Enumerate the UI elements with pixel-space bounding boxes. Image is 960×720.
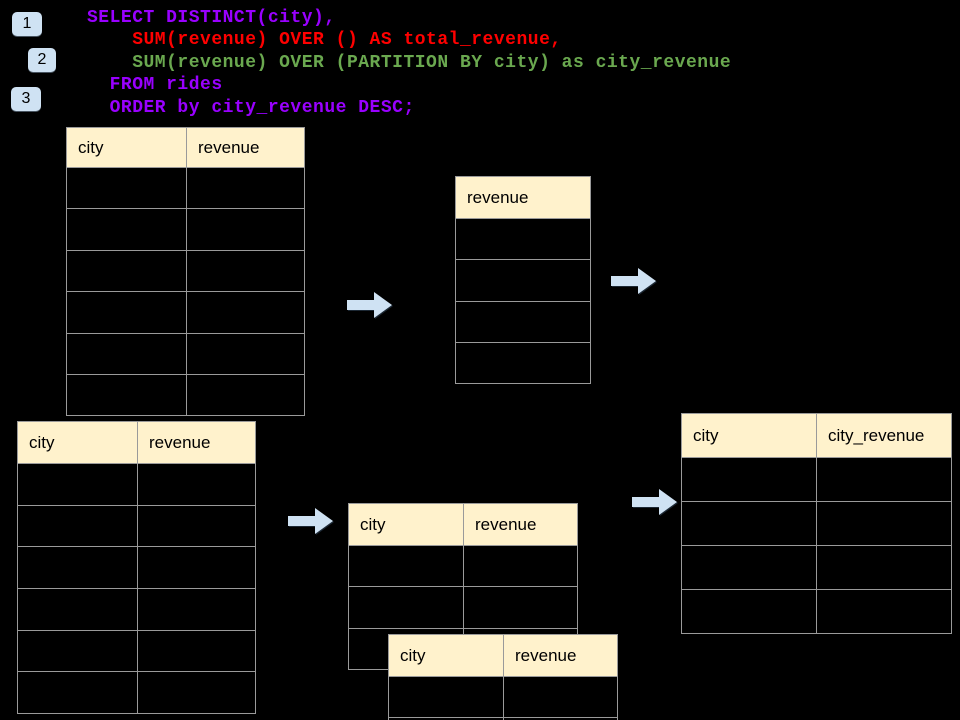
column-header-city: city — [66, 127, 187, 168]
empty-cell — [681, 501, 817, 546]
empty-cell — [388, 676, 504, 718]
column-header-revenue: revenue — [137, 421, 256, 464]
empty-cell — [137, 463, 256, 506]
column-header-city_revenue: city_revenue — [816, 413, 952, 458]
empty-cell — [455, 259, 591, 302]
empty-cell — [455, 300, 591, 343]
empty-cell — [186, 332, 305, 375]
step-badge-3: 3 — [11, 87, 41, 111]
empty-cell — [681, 457, 817, 502]
column-header-revenue: revenue — [455, 176, 591, 219]
empty-cell — [17, 671, 138, 715]
empty-cell — [503, 717, 618, 720]
empty-cell — [455, 217, 591, 261]
empty-cell — [137, 588, 256, 631]
sql-line: ORDER by city_revenue DESC; — [87, 97, 415, 118]
empty-cell — [66, 332, 187, 375]
empty-cell — [186, 373, 305, 417]
sql-line: SUM(revenue) OVER (PARTITION BY city) as… — [87, 52, 732, 73]
annotation-sum-over-total: SUM(revenue) OVER () — [313, 138, 443, 180]
empty-cell — [137, 629, 256, 673]
table-total-revenue: revenue — [455, 176, 591, 385]
empty-cell — [66, 208, 187, 251]
empty-cell — [348, 586, 464, 629]
empty-cell — [186, 249, 305, 293]
empty-cell — [17, 629, 138, 673]
empty-cell — [66, 166, 187, 210]
sql-line: FROM rides — [87, 75, 223, 96]
empty-cell — [186, 208, 305, 251]
column-header-city: city — [17, 421, 138, 464]
annotation-sum-over-partition: SUM(revenue) OVER (PARTITION BY city) — [277, 430, 440, 494]
column-header-revenue: revenue — [186, 127, 305, 168]
empty-cell — [681, 589, 817, 634]
empty-cell — [503, 676, 618, 718]
sql-code: SELECT DISTINCT(city), SUM(revenue) OVER… — [87, 7, 731, 119]
empty-cell — [17, 504, 138, 548]
empty-cell — [17, 588, 138, 631]
step-badge-2: 2 — [28, 48, 56, 72]
empty-cell — [137, 546, 256, 590]
empty-cell — [816, 589, 952, 634]
annotation-select-from-rides: SELECT ... FROM rides — [752, 35, 897, 74]
empty-cell — [455, 341, 591, 385]
empty-cell — [17, 546, 138, 590]
empty-cell — [137, 671, 256, 715]
column-header-city: city — [348, 503, 464, 546]
empty-cell — [816, 457, 952, 502]
empty-cell — [816, 545, 952, 590]
sql-line: SUM(revenue) OVER () AS total_revenue, — [87, 30, 562, 51]
empty-cell — [66, 249, 187, 293]
empty-cell — [186, 166, 305, 210]
empty-cell — [463, 586, 578, 629]
empty-cell — [816, 501, 952, 546]
empty-cell — [17, 463, 138, 506]
column-header-revenue: revenue — [463, 503, 578, 546]
empty-cell — [66, 291, 187, 334]
column-header-revenue: revenue — [503, 634, 618, 677]
arrow-right-icon — [347, 292, 393, 318]
arrow-right-icon — [611, 268, 657, 294]
empty-cell — [348, 544, 464, 588]
sql-line: SELECT DISTINCT(city), — [87, 8, 336, 28]
empty-cell — [137, 504, 256, 548]
step-badge-1: 1 — [12, 12, 42, 36]
empty-cell — [186, 291, 305, 334]
empty-cell — [66, 373, 187, 417]
arrow-right-icon — [288, 508, 334, 534]
column-header-city: city — [388, 634, 504, 677]
empty-cell — [463, 544, 578, 588]
arrow-right-icon — [632, 489, 678, 515]
column-header-city: city — [681, 413, 817, 458]
empty-cell — [681, 545, 817, 590]
